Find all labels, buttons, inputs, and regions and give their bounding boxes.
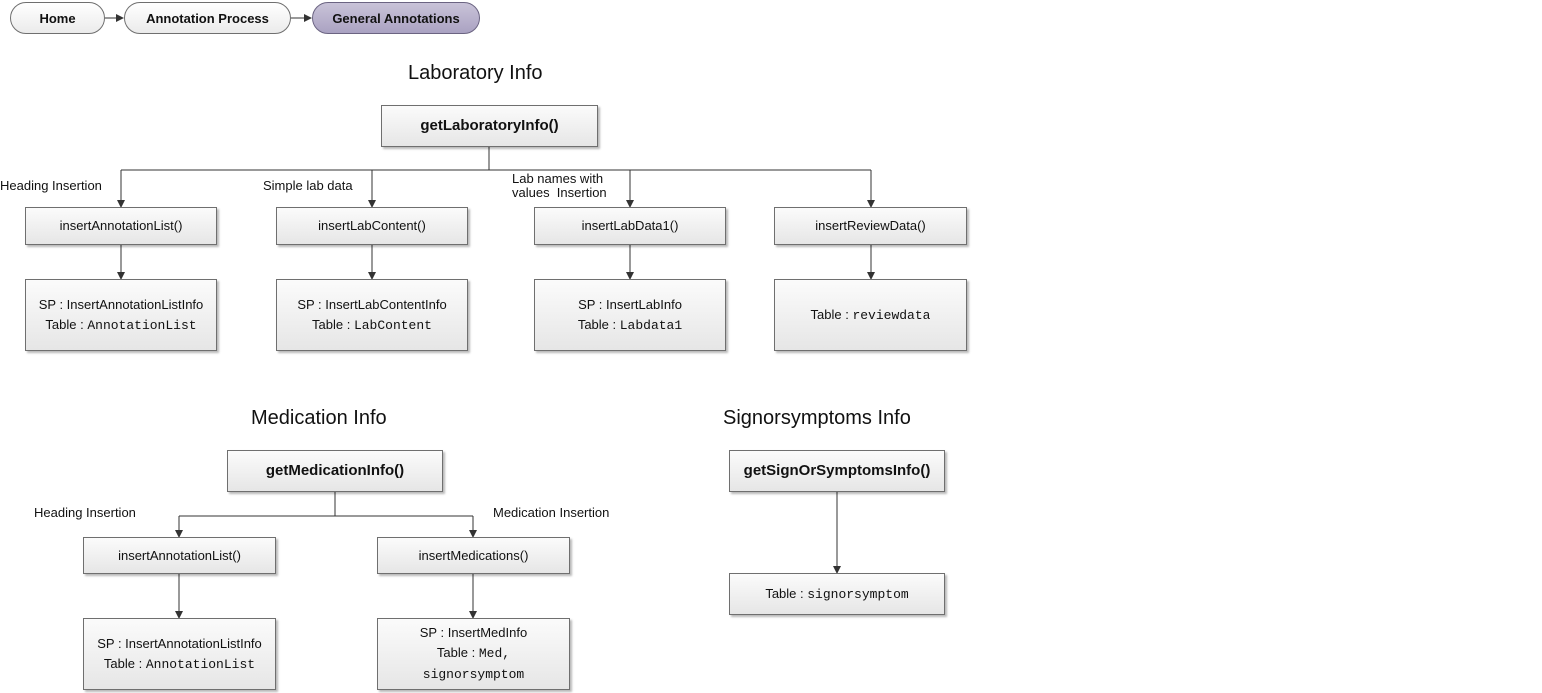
signs-title: Signorsymptoms Info <box>723 407 911 429</box>
stored-procedure-line: SP : InsertLabInfo <box>578 296 682 312</box>
stored-procedure-line: SP : InsertAnnotationListInfo <box>38 296 204 312</box>
stored-procedure-line: SP : InsertAnnotationListInfo <box>97 635 262 651</box>
node-label: insertMedications() <box>418 547 529 563</box>
breadcrumb-annotation-process[interactable]: Annotation Process <box>124 2 291 34</box>
get-medication-info-node: getMedicationInfo() <box>227 450 443 492</box>
node-label: insertReviewData() <box>815 218 926 233</box>
branch-label-simple-lab-data: Simple lab data <box>263 178 353 193</box>
branch-label-line: values Insertion <box>512 185 607 200</box>
insert-lab-content-node: insertLabContent() <box>276 207 468 245</box>
node-label: getMedicationInfo() <box>265 462 405 479</box>
branch-label-heading-insertion: Heading Insertion <box>0 178 102 193</box>
node-label: insertAnnotationList() <box>118 547 241 563</box>
table-line: Table : AnnotationList <box>103 655 256 672</box>
branch-label-medication-insertion: Medication Insertion <box>493 505 610 520</box>
table-line: Table : Med, <box>436 645 511 661</box>
get-sign-or-symptoms-info-node: getSignOrSymptomsInfo() <box>729 450 945 492</box>
node-label: getSignOrSymptomsInfo() <box>743 462 931 479</box>
node-label: getLaboratoryInfo() <box>420 117 559 134</box>
insert-annotation-list-node: insertAnnotationList() <box>83 537 276 574</box>
branch-label-lab-names: Lab names with values Insertion <box>512 172 607 200</box>
node-label: insertLabData1() <box>581 218 679 233</box>
table-line: Table : reviewdata <box>810 306 931 323</box>
branch-label-line: Lab names with <box>512 171 604 186</box>
node-label: insertLabContent() <box>318 218 426 233</box>
branch-label-heading-insertion: Heading Insertion <box>34 505 136 520</box>
review-data-storage-node: Table : reviewdata <box>774 279 967 351</box>
stored-procedure-line: SP : InsertMedInfo <box>419 625 528 640</box>
breadcrumb-general-annotations[interactable]: General Annotations <box>312 2 480 34</box>
table-line: Table : LabContent <box>312 316 432 333</box>
signorsymptom-storage-node: Table : signorsymptom <box>729 573 945 615</box>
breadcrumb-home[interactable]: Home <box>10 2 105 34</box>
table-line: signorsymptom <box>422 667 525 682</box>
annotation-list-storage-node: SP : InsertAnnotationListInfo Table : An… <box>83 618 276 690</box>
insert-medications-node: insertMedications() <box>377 537 570 574</box>
lab-data1-storage-node: SP : InsertLabInfo Table : Labdata1 <box>534 279 726 351</box>
insert-review-data-node: insertReviewData() <box>774 207 967 245</box>
insert-lab-data1-node: insertLabData1() <box>534 207 726 245</box>
laboratory-title: Laboratory Info <box>408 62 543 84</box>
table-line: Table : Labdata1 <box>577 316 683 333</box>
node-label: insertAnnotationList() <box>59 218 183 233</box>
get-laboratory-info-node: getLaboratoryInfo() <box>381 105 598 147</box>
lab-content-storage-node: SP : InsertLabContentInfo Table : LabCon… <box>276 279 468 351</box>
table-line: Table : signorsymptom <box>765 585 909 602</box>
stored-procedure-line: SP : InsertLabContentInfo <box>297 296 447 312</box>
annotation-list-storage-node: SP : InsertAnnotationListInfo Table : An… <box>25 279 217 351</box>
medication-title: Medication Info <box>251 407 387 429</box>
table-line: Table : AnnotationList <box>45 316 197 333</box>
insert-annotation-list-node: insertAnnotationList() <box>25 207 217 245</box>
med-info-storage-node: SP : InsertMedInfo Table : Med, signorsy… <box>377 618 570 690</box>
